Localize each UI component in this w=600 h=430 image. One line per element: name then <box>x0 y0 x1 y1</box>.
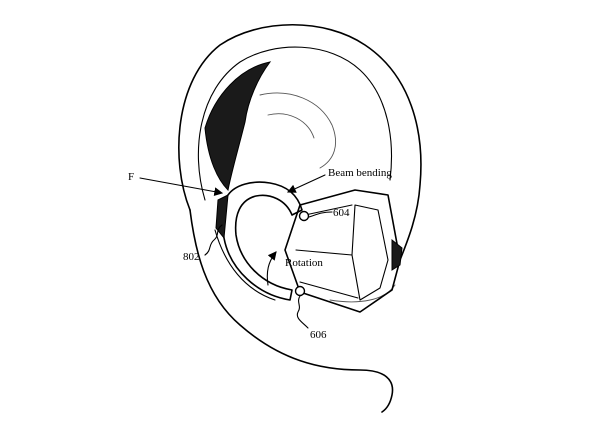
ear-lobe-outline <box>189 209 394 413</box>
earbud-shadow <box>391 238 403 271</box>
rotation-arrow <box>266 251 277 286</box>
contact-point-606 <box>294 285 306 297</box>
label-604: 604 <box>333 207 350 219</box>
label-beam-bending: Beam bending <box>328 167 392 179</box>
force-arrow <box>139 177 224 196</box>
earbud-body <box>284 189 401 313</box>
ear-antihelix-line-2 <box>267 113 315 139</box>
label-rotation: Rotation <box>285 257 323 269</box>
ear-tragus-line <box>214 229 276 301</box>
label-force: F <box>128 171 134 183</box>
ear-outline <box>178 24 422 261</box>
label-606: 606 <box>310 329 327 341</box>
leader-606 <box>296 295 309 329</box>
beam-bending-arrow <box>287 174 326 193</box>
leader-604 <box>308 211 333 218</box>
earbud-face <box>351 204 389 301</box>
label-802: 802 <box>183 251 200 263</box>
leader-802 <box>204 224 223 256</box>
earbud-facet-3 <box>299 281 359 299</box>
ear-antihelix-line <box>259 92 336 169</box>
contact-point-604 <box>298 210 310 222</box>
earbud-facet-2 <box>295 249 353 256</box>
earbud-facet-1 <box>304 204 353 216</box>
helix-shadow <box>204 61 272 192</box>
hook-dark-edge <box>215 194 229 240</box>
ear-outline-inner-helix <box>197 46 393 201</box>
ear-hook-beam <box>221 181 303 301</box>
